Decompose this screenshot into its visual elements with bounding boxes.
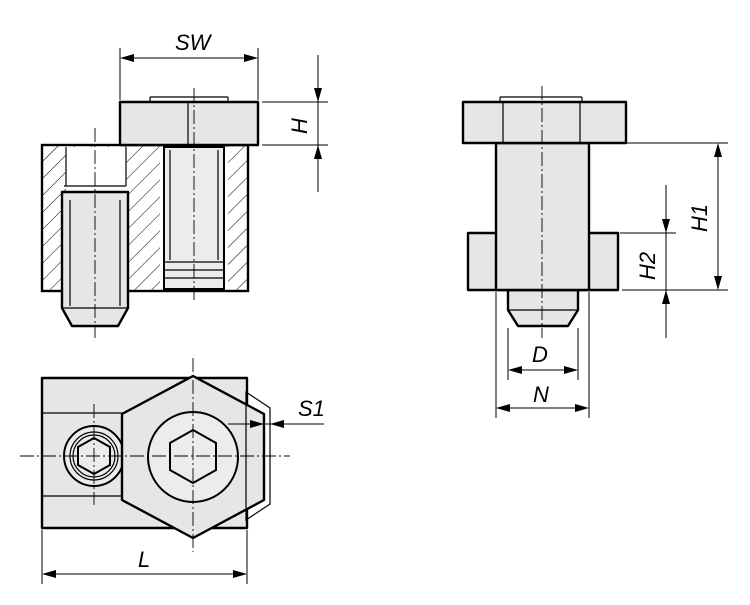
shank: [494, 141, 591, 292]
hex-head-side: [461, 100, 628, 145]
screw-head-section: [118, 96, 260, 147]
section-view: [40, 88, 260, 338]
dimension-h1: H1: [622, 142, 728, 291]
label-d: D: [532, 342, 548, 367]
label-h2: H2: [635, 252, 660, 280]
label-n: N: [533, 382, 549, 407]
side-view: [461, 86, 628, 338]
dimension-h2: H2: [620, 185, 676, 338]
dimension-h: H: [262, 55, 328, 192]
label-l: L: [138, 547, 150, 572]
dimension-sw: SW: [119, 30, 259, 100]
label-h: H: [287, 118, 312, 134]
dimension-d: D: [507, 328, 579, 380]
label-h1: H1: [687, 204, 712, 232]
dimension-n: N: [495, 292, 590, 418]
threaded-pin: [60, 147, 130, 328]
top-view: [20, 358, 290, 552]
dimension-l: L: [41, 530, 248, 584]
label-s1: S1: [298, 396, 325, 421]
label-sw: SW: [175, 30, 213, 55]
dimension-s1: S1: [228, 396, 325, 428]
